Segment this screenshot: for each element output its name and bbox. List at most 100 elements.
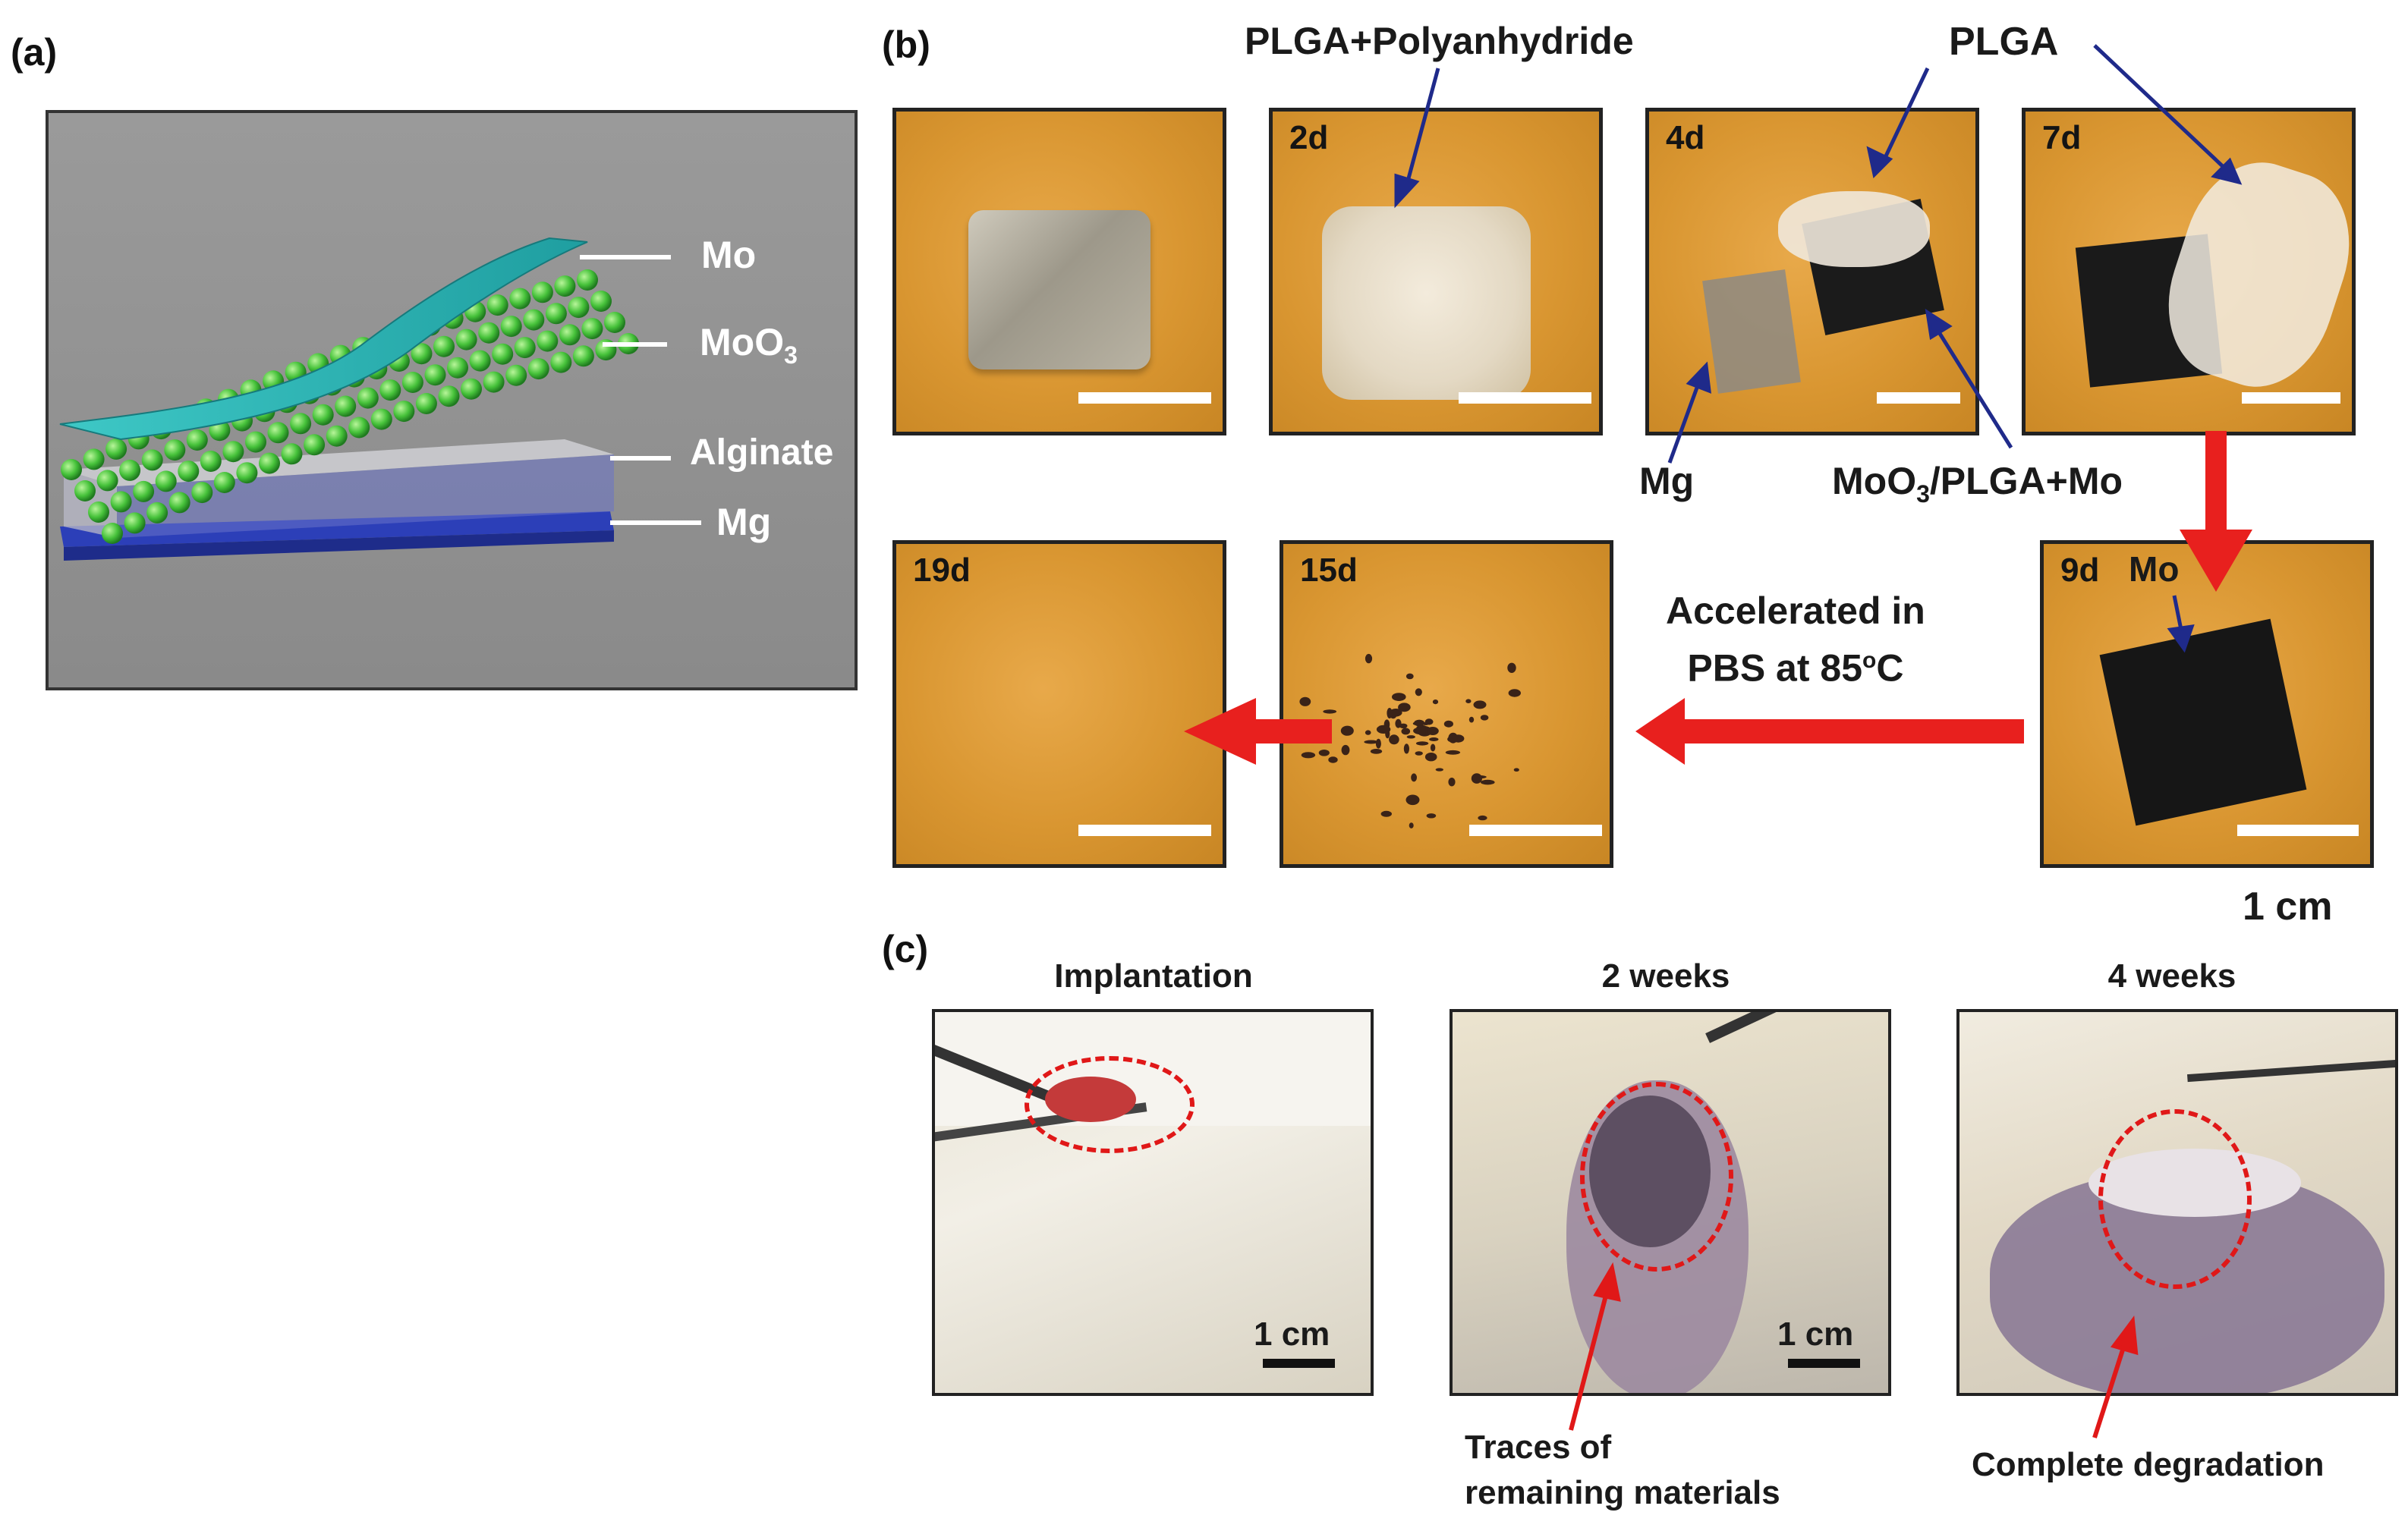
mo-particle [1448,732,1458,743]
mo-particle [1430,743,1436,752]
moo3-particle [424,364,446,386]
moo3-particle [191,482,213,504]
moo3-particle [245,431,266,453]
photo-day-7: 7d [2022,108,2356,435]
annotation-arrows [1394,44,2243,653]
process-arrows [1184,431,2252,765]
photo-day-2: 2d [1269,108,1603,435]
scale-bar [1078,825,1211,836]
moo3-particle [304,434,326,456]
day-label: 4d [1666,119,1705,156]
photo-day-9: 9d Mo [2040,540,2374,868]
moo3-particle [461,378,482,400]
annot-plga-polyanhydride: PLGA+Polyanhydride [1245,20,1634,62]
day-label: 15d [1300,552,1358,589]
scale-bar [1469,825,1602,836]
moo3-particle [537,330,559,352]
annot-accelerated: Accelerated in PBS at 85oC [1666,589,1925,690]
moo3-particle [590,291,612,312]
moo3-particle [393,401,415,423]
moo3-particle [61,459,82,480]
mo-particle [1480,715,1489,721]
mo-particle [1376,725,1391,734]
mo-particle [1507,662,1516,673]
moo3-particle [509,288,531,310]
moo3-particle [486,294,508,316]
panel-label-c: (c) [882,928,929,970]
moo3-particle [290,413,312,435]
moo3-particle [483,371,505,393]
mo-particle [1409,822,1414,828]
moo3-particle [357,387,379,409]
mo-particle [1435,768,1443,772]
mo-particle [1448,778,1456,787]
mg-layer [60,511,614,561]
mo-particle [1415,688,1422,696]
photo-day-0 [892,108,1226,435]
moo3-particle [500,316,522,338]
mo-particle [1481,779,1495,785]
moo3-particle [213,472,235,493]
highlight-circle [1025,1056,1195,1153]
mo-particle [1468,716,1475,723]
moo3-particle [186,429,208,451]
moo3-particle [83,448,105,470]
caption-2-weeks: 2 weeks [1601,957,1730,995]
moo3-particle [554,275,576,297]
moo3-particle [164,439,186,461]
mo-layer [59,237,588,441]
scale-bar [1263,1359,1335,1368]
annot-moo3-plga-mo: MoO3/PLGA+Mo [1832,460,2123,508]
plga-coated-sample [1322,206,1531,400]
moo3-particle [545,303,567,325]
mo-particle [1465,699,1472,703]
mo-particle [1364,740,1378,744]
moo3-particle [348,417,370,439]
mo-particle [1341,744,1350,756]
mo-particle [1508,689,1521,697]
moo3-particle [379,379,401,401]
moo3-particle [447,357,468,379]
mo-particle [1473,700,1487,709]
photo-day-15: 15d [1280,540,1613,868]
moo3-particle [438,385,460,407]
moo3-particle [568,297,590,319]
label-mo: Mo [701,234,757,276]
moo3-particle [370,408,392,430]
moo3-particle [577,269,598,291]
mo-particle [1424,718,1434,725]
caption-4-weeks: 4 weeks [2107,957,2236,995]
highlight-circle [2098,1109,2252,1289]
mo-particle [1429,737,1439,741]
mo-particle [1426,813,1437,819]
mo-particle [1398,703,1411,712]
scale-bar [2242,392,2340,404]
moo3-particle [433,335,455,357]
label-alginate: Alginate [690,432,834,473]
scale-bar [1788,1359,1860,1368]
moo3-particle [523,309,545,331]
mo-particle [1432,699,1439,705]
moo3-particle [88,501,109,523]
mo-particle [1390,709,1402,717]
layer-schematic: Mo MoO3 Alginate Mg [46,110,858,690]
scale-bar [1877,392,1960,404]
photo-day-19: 19d [892,540,1226,868]
annot-scale-1cm: 1 cm [2243,885,2333,929]
moo3-particle [604,312,625,333]
label-mg: Mg [716,501,772,543]
mo-particle [1471,773,1482,784]
scale-label: 1 cm [1777,1316,1854,1353]
moo3-particle [469,350,491,372]
moo3-particle [74,480,96,501]
mo-particle [1399,723,1408,728]
moo3-particle [155,470,177,492]
mo-particle [1421,726,1426,735]
note-complete-degradation: Complete degradation [1972,1446,2325,1483]
moo3-particle [550,351,572,373]
photo-implantation: 1 cm [932,1009,1374,1396]
moo3-particle [411,343,433,365]
panel-label-a: (a) [11,31,58,74]
moo3-particle [124,512,146,534]
mo-particle [1318,750,1330,756]
